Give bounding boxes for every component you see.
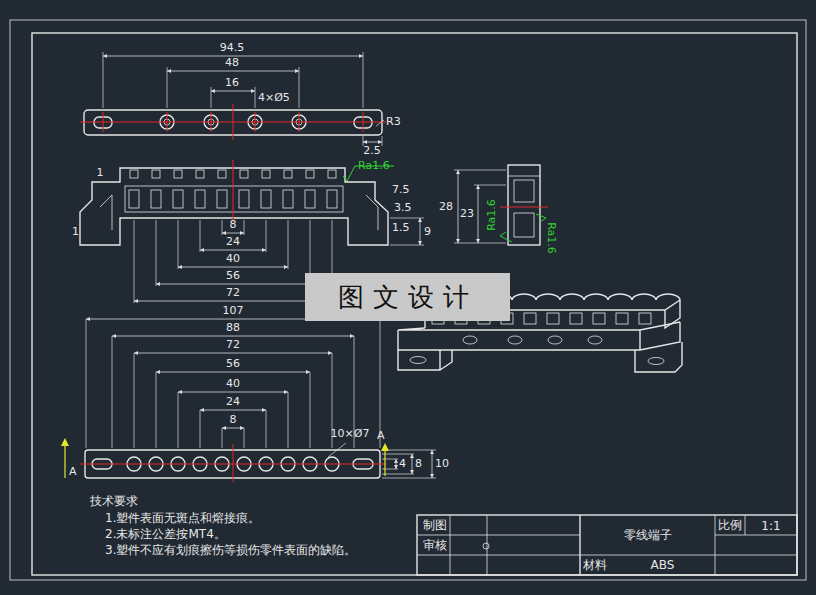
dimension-label: 8 — [415, 458, 422, 470]
dimension-label: 10×Ø7 — [331, 428, 370, 440]
cell-text: 图文设计 — [338, 280, 478, 315]
title-cell: 审核 — [419, 536, 450, 555]
dimension-label: 1 — [72, 226, 79, 238]
dimension-label: 56 — [226, 270, 240, 282]
dimension-label: 8 — [230, 414, 237, 426]
cell-text: 1:1 — [761, 519, 780, 533]
dimension-label: 94.5 — [220, 42, 245, 54]
dimension-label: 88 — [226, 322, 240, 334]
dimension-label: 23 — [460, 208, 474, 220]
part-name-cell: 零线端子 — [580, 516, 715, 555]
dimension-label: 72 — [226, 339, 240, 351]
cell-text: ABS — [651, 558, 675, 572]
dimension-label: 1.5 — [392, 222, 410, 234]
dimension-label: 7.5 — [392, 184, 410, 196]
bottom-view — [61, 319, 436, 482]
dimension-label: 2.5 — [363, 145, 381, 157]
cell-text: 制图 — [423, 517, 447, 534]
title-cell: 材料 — [580, 555, 610, 575]
dimension-label: 40 — [226, 253, 240, 265]
cell-text: 材料 — [583, 557, 607, 574]
dimension-label: A — [377, 430, 385, 442]
dimension-label: 28 — [439, 201, 453, 213]
note-text: 1.塑件表面无斑点和熔接痕。 — [105, 511, 260, 525]
note-text: 技术要求 — [90, 494, 138, 508]
title-cell: 制图 — [419, 516, 450, 535]
dimension-label: Ra1.6 — [545, 222, 557, 254]
dimension-label: R3 — [386, 116, 401, 128]
side-view — [454, 165, 548, 245]
dimension-label: Ra1.6 — [486, 199, 498, 231]
cell-text: 零线端子 — [624, 527, 672, 544]
scale-cell: 1:1 — [745, 516, 797, 535]
dimension-label: 24 — [226, 396, 240, 408]
note-text: 2.未标注公差按MT4。 — [105, 527, 226, 541]
dimension-label: 40 — [226, 378, 240, 390]
watermark-box: 图文设计 — [305, 273, 510, 321]
dimension-label: 10 — [435, 458, 449, 470]
dimension-label: 4 — [399, 458, 406, 470]
dimension-label: 56 — [226, 358, 240, 370]
title-cell: 比例 — [715, 516, 745, 535]
dimension-label: 72 — [226, 287, 240, 299]
title-block — [417, 515, 797, 575]
sheet-frame — [10, 20, 806, 580]
dimension-label: 24 — [226, 236, 240, 248]
dimension-label: Ra1.6 — [358, 160, 390, 172]
cell-text: 审核 — [423, 537, 447, 554]
note-text: 3.塑件不应有划痕擦伤等损伤零件表面的缺陷。 — [105, 543, 356, 557]
dimension-label: 3.5 — [394, 202, 412, 214]
dimension-label: A — [69, 466, 77, 478]
material-cell: ABS — [610, 555, 715, 575]
dimension-label: 107 — [223, 305, 244, 317]
dimension-label: 4×Ø5 — [258, 92, 290, 104]
dimension-label: 8 — [230, 219, 237, 231]
dimension-label: 1 — [97, 167, 104, 179]
cell-text: 比例 — [718, 517, 742, 534]
dimension-label: 9 — [424, 226, 431, 238]
dimension-label: 16 — [225, 77, 239, 89]
top-view — [80, 52, 386, 146]
dimension-label: 48 — [225, 57, 239, 69]
